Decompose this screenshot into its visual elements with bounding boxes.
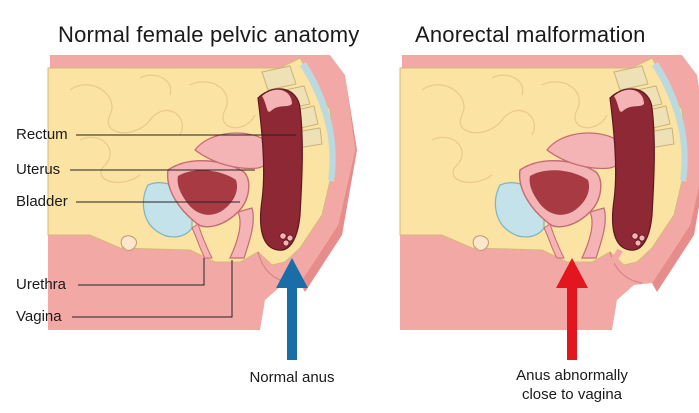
caption-abnormal-line2: close to vagina bbox=[521, 386, 623, 403]
caption-normal-anus: Normal anus bbox=[249, 369, 335, 386]
label-uterus: Uterus bbox=[16, 161, 61, 178]
title-anorectal-malformation: Anorectal malformation bbox=[415, 22, 646, 47]
caption-abnormal-anus: Anus abnormally close to vagina bbox=[505, 366, 639, 404]
normal-pelvis-illustration bbox=[47, 54, 358, 331]
caption-abnormal-line1: Anus abnormally bbox=[516, 367, 628, 384]
malformation-pelvis-illustration bbox=[399, 54, 699, 331]
label-urethra: Urethra bbox=[16, 276, 67, 293]
title-normal-anatomy: Normal female pelvic anatomy bbox=[58, 22, 360, 47]
label-vagina: Vagina bbox=[16, 308, 62, 325]
label-rectum: Rectum bbox=[16, 126, 68, 143]
label-bladder: Bladder bbox=[16, 193, 68, 210]
label-leader-lines bbox=[70, 134, 296, 318]
normal-anus-arrow bbox=[276, 258, 308, 360]
abnormal-anus-arrow bbox=[556, 258, 588, 360]
